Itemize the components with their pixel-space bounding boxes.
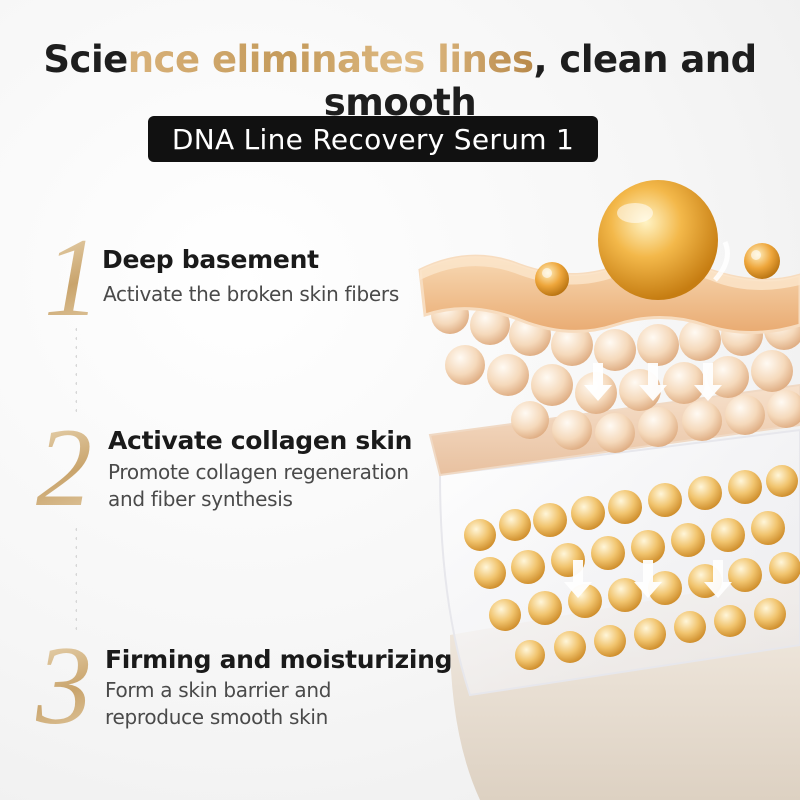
connector-dots-2 [75,525,77,635]
headline-part-3: , clean and smooth [323,38,757,124]
serum-droplet-large [598,180,718,300]
step-3-title: Firming and moisturizing [105,645,453,674]
serum-droplet-right [744,243,780,279]
step-2-desc-line-1: Promote collagen regeneration [108,460,409,484]
connector-dots-1 [75,325,77,415]
step-3-desc-line-2: reproduce smooth skin [105,705,329,729]
skin-layers-illustration [418,180,800,800]
headline-part-2: nce eliminates lines [127,38,534,81]
step-1-title: Deep basement [102,245,319,274]
arrow-down-icons [564,363,732,598]
lower-bubble-layer [464,465,800,670]
product-label-text: DNA Line Recovery Serum 1 [171,122,575,156]
step-2-title: Activate collagen skin [108,426,413,455]
step-1-number: 1 [44,216,100,340]
headline-part-1: Scie [43,38,128,81]
page-headline: Science eliminates lines, clean and smoo… [0,38,800,124]
serum-droplet-left [535,262,569,296]
step-3-number: 3 [36,624,92,748]
step-1-desc-line-1: Activate the broken skin fibers [103,282,399,306]
product-label-badge: DNA Line Recovery Serum 1 [148,116,598,162]
step-2-desc-line-2: and fiber synthesis [108,487,293,511]
step-3-desc-line-1: Form a skin barrier and [105,678,332,702]
step-2-number: 2 [36,406,92,530]
